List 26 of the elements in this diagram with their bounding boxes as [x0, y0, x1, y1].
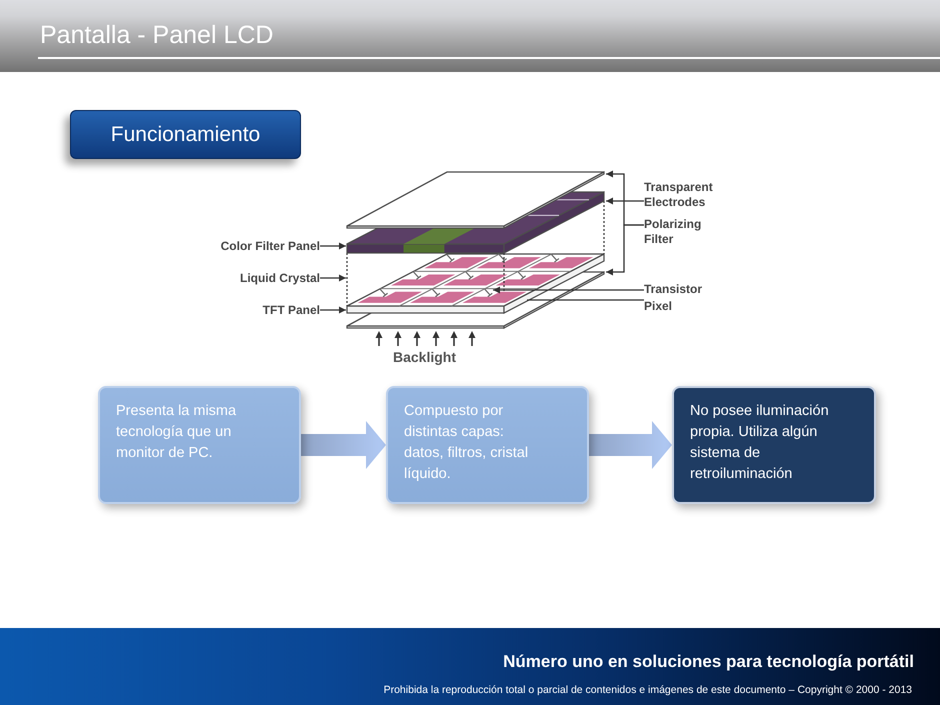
transistor-mark [483, 287, 493, 297]
leader-line [320, 242, 346, 250]
part-label: Color Filter Panel [220, 239, 320, 254]
info-card: No posee iluminación propia. Utiliza algún sistema de retroiluminación [672, 386, 876, 504]
leader-line [320, 274, 346, 282]
part-label: Pixel [644, 299, 672, 314]
tagline-text: Número uno en soluciones para tecnología portátil [503, 652, 914, 672]
leader-line [527, 299, 644, 301]
info-card: Presenta la misma tecnología que un monitor de PC. [98, 386, 301, 504]
pixel-patch [462, 291, 527, 303]
part-label: Transistor [644, 282, 702, 297]
part-label: TFT Panel [262, 303, 320, 318]
arrow [589, 421, 672, 469]
leader-line [606, 224, 644, 276]
leader-line [606, 198, 644, 204]
part-label: Backlight [393, 348, 456, 366]
leader-line [320, 306, 346, 314]
part-label: Transparent Electrodes [644, 180, 713, 210]
part-label: Liquid Crystal [240, 271, 320, 286]
copyright-text: Prohibida la reproducción total o parcial de contenidos e imágenes de este documento – Copyright © 2000 - 2013 [384, 684, 912, 697]
arrow [301, 421, 386, 469]
info-card: Compuesto por distintas capas: datos, filtros, cristal líquido. [386, 386, 589, 504]
slide-title: Pantalla - Panel LCD [40, 20, 274, 50]
part-label: Polarizing Filter [644, 217, 702, 247]
section-heading: Funcionamiento [70, 110, 301, 159]
leader-line [493, 286, 644, 294]
